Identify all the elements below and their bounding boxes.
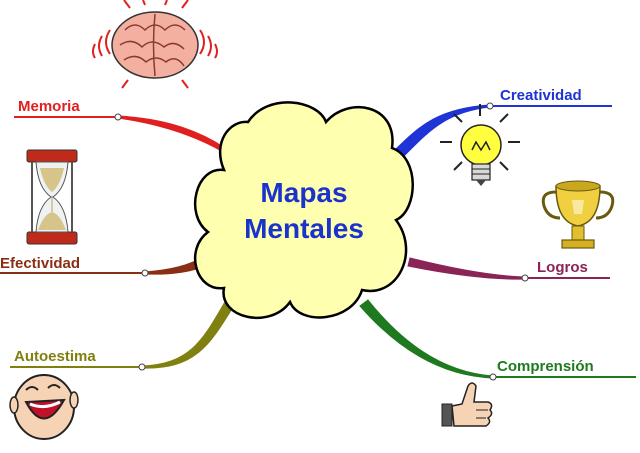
- label-comprension: Comprensión: [497, 358, 594, 375]
- node-comprension: [489, 373, 497, 381]
- branch-memoria: [117, 115, 231, 157]
- branch-logros: [407, 257, 526, 280]
- label-autoestima: Autoestima: [14, 348, 96, 365]
- center-title-line1: Mapas: [260, 177, 347, 208]
- label-memoria: Memoria: [18, 98, 80, 115]
- center-title-line2: Mentales: [244, 213, 364, 244]
- lightbulb-icon: [440, 104, 520, 186]
- branch-comprension: [359, 299, 494, 379]
- thumbs-up-icon: [441, 382, 493, 427]
- node-efectividad: [141, 269, 149, 277]
- node-creatividad: [486, 102, 494, 110]
- brain-icon: [92, 0, 218, 89]
- laughing-face-icon: [9, 374, 79, 440]
- trophy-icon: [541, 180, 615, 249]
- label-creatividad: Creatividad: [500, 87, 582, 104]
- node-logros: [521, 274, 529, 282]
- cloud-shape: [193, 101, 414, 319]
- label-logros: Logros: [537, 259, 588, 276]
- central-cloud: Mapas Mentales: [193, 101, 414, 319]
- node-autoestima: [138, 363, 146, 371]
- node-memoria: [114, 113, 122, 121]
- hourglass-icon: [26, 149, 78, 245]
- label-efectividad: Efectividad: [0, 255, 80, 272]
